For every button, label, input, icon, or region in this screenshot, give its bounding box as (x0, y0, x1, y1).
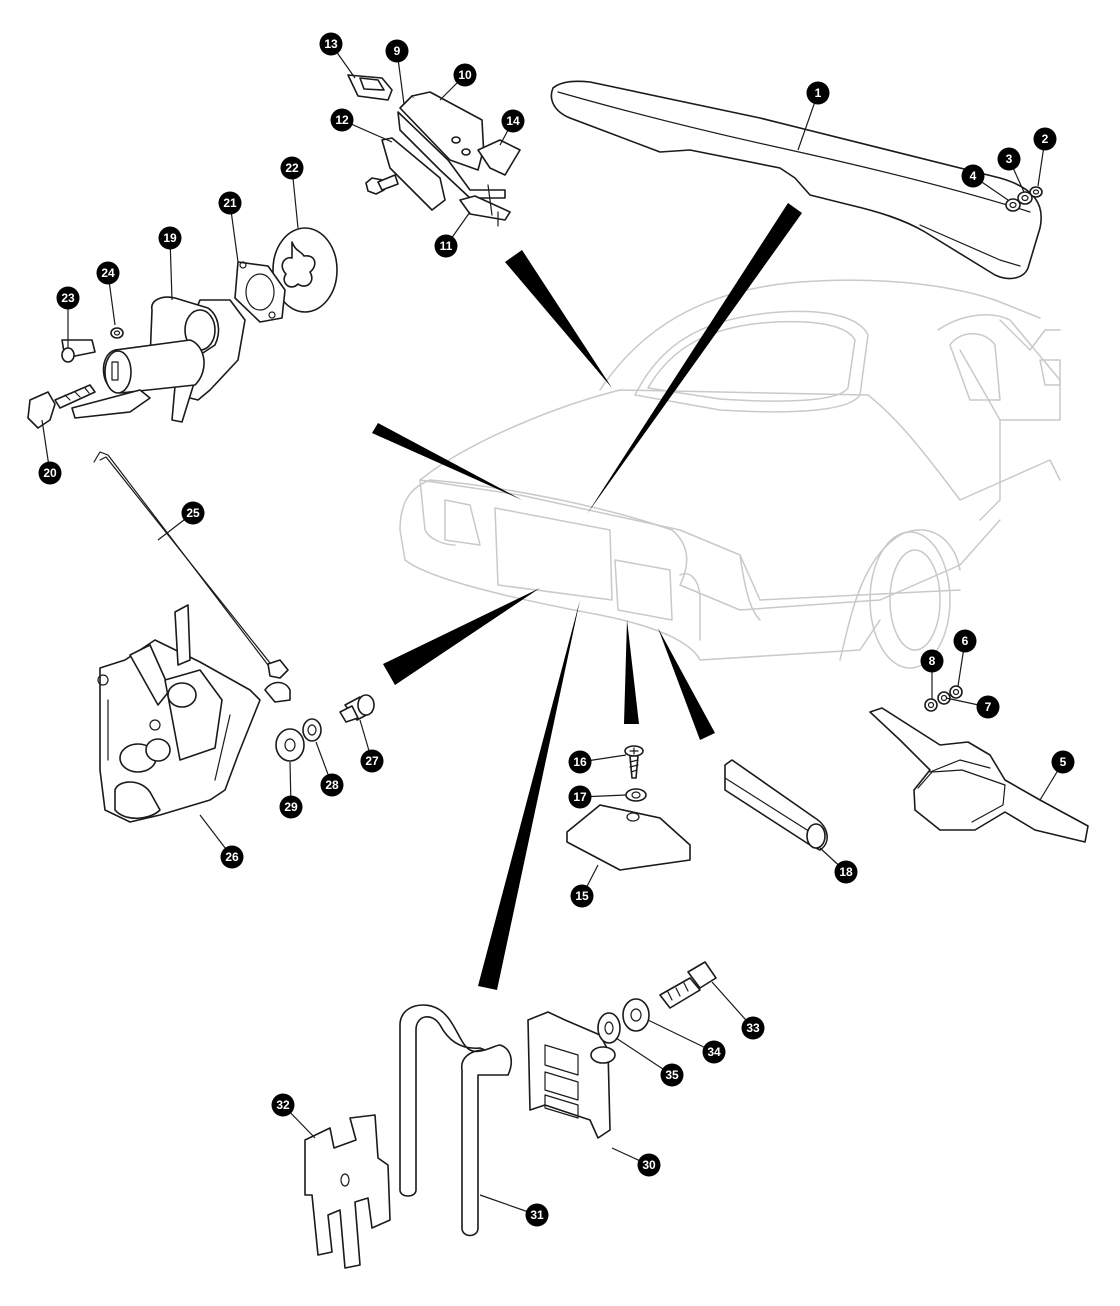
svg-text:18: 18 (839, 865, 853, 879)
callout-2: 2 (1033, 127, 1057, 151)
part-washers-2-4 (1005, 186, 1043, 212)
svg-text:14: 14 (506, 114, 520, 128)
pointer-wedges (372, 203, 802, 990)
svg-text:6: 6 (962, 634, 969, 648)
pointer-wedge-finisher (587, 203, 802, 514)
part-seal (724, 759, 828, 851)
part-washers-6-8 (924, 685, 963, 712)
car-rear-outline (399, 279, 1061, 669)
svg-text:8: 8 (929, 654, 936, 668)
callout-5: 5 (1051, 750, 1075, 774)
pointer-wedge-lock (372, 423, 522, 500)
svg-text:28: 28 (325, 778, 339, 792)
svg-text:24: 24 (101, 266, 115, 280)
svg-text:34: 34 (707, 1045, 721, 1059)
callout-12: 12 (330, 108, 354, 132)
svg-text:23: 23 (61, 291, 75, 305)
callout-14: 14 (501, 109, 525, 133)
part-lock-assembly (27, 227, 338, 429)
callout-31: 31 (525, 1203, 549, 1227)
pointer-wedge-seal (658, 628, 715, 740)
callout-23: 23 (56, 286, 80, 310)
callout-27: 27 (360, 749, 384, 773)
callout-badges: 1 2 3 4 5 6 7 8 9 10 11 12 13 14 15 16 1… (38, 32, 1075, 1227)
part-finisher (550, 80, 1042, 280)
callout-4: 4 (961, 164, 985, 188)
callout-25: 25 (181, 501, 205, 525)
callout-16: 16 (568, 750, 592, 774)
svg-text:31: 31 (530, 1208, 544, 1222)
svg-text:16: 16 (573, 755, 587, 769)
svg-text:13: 13 (324, 37, 338, 51)
pointer-wedge-latch (383, 588, 540, 685)
svg-text:12: 12 (335, 113, 349, 127)
svg-text:35: 35 (665, 1068, 679, 1082)
pointer-wedge-clip (624, 620, 639, 724)
callout-10: 10 (453, 63, 477, 87)
part-hinge-assembly (347, 74, 521, 227)
svg-text:3: 3 (1006, 152, 1013, 166)
svg-text:4: 4 (970, 169, 977, 183)
part-striker-assembly (304, 961, 717, 1269)
callout-24: 24 (96, 261, 120, 285)
callout-20: 20 (38, 461, 62, 485)
svg-text:27: 27 (365, 754, 379, 768)
svg-text:26: 26 (225, 850, 239, 864)
callout-3: 3 (997, 147, 1021, 171)
svg-text:33: 33 (746, 1021, 760, 1035)
svg-text:5: 5 (1060, 755, 1067, 769)
callout-6: 6 (953, 629, 977, 653)
svg-text:11: 11 (440, 239, 453, 253)
svg-text:10: 10 (458, 68, 472, 82)
callout-30: 30 (637, 1153, 661, 1177)
callout-28: 28 (320, 773, 344, 797)
part-release-rod (93, 451, 289, 679)
part-bracket (869, 707, 1089, 843)
callout-34: 34 (702, 1040, 726, 1064)
svg-text:17: 17 (573, 790, 587, 804)
pointer-wedge-boot-hinge (505, 250, 612, 388)
callout-26: 26 (220, 845, 244, 869)
svg-text:21: 21 (223, 196, 237, 210)
callout-21: 21 (218, 191, 242, 215)
svg-text:7: 7 (985, 700, 992, 714)
svg-text:9: 9 (394, 44, 401, 58)
svg-text:29: 29 (284, 800, 298, 814)
callout-33: 33 (741, 1016, 765, 1040)
svg-text:2: 2 (1042, 132, 1049, 146)
svg-text:25: 25 (186, 506, 200, 520)
part-clip-assembly (566, 745, 691, 871)
callout-35: 35 (660, 1063, 684, 1087)
callout-15: 15 (570, 884, 594, 908)
callout-29: 29 (279, 795, 303, 819)
svg-text:19: 19 (163, 231, 177, 245)
part-latch-fixings (275, 694, 375, 762)
svg-text:32: 32 (276, 1098, 290, 1112)
callout-8: 8 (920, 649, 944, 673)
part-latch (97, 604, 291, 823)
pointer-wedge-striker (478, 600, 580, 990)
callout-7: 7 (976, 695, 1000, 719)
svg-text:22: 22 (285, 161, 299, 175)
callout-9: 9 (385, 39, 409, 63)
callout-13: 13 (319, 32, 343, 56)
callout-22: 22 (280, 156, 304, 180)
svg-text:20: 20 (43, 466, 57, 480)
callout-19: 19 (158, 226, 182, 250)
svg-text:15: 15 (575, 889, 589, 903)
callout-11: 11 (434, 234, 458, 258)
callout-18: 18 (834, 860, 858, 884)
callout-17: 17 (568, 785, 592, 809)
svg-text:1: 1 (815, 86, 822, 100)
callout-32: 32 (271, 1093, 295, 1117)
callout-1: 1 (806, 81, 830, 105)
svg-text:30: 30 (642, 1158, 656, 1172)
